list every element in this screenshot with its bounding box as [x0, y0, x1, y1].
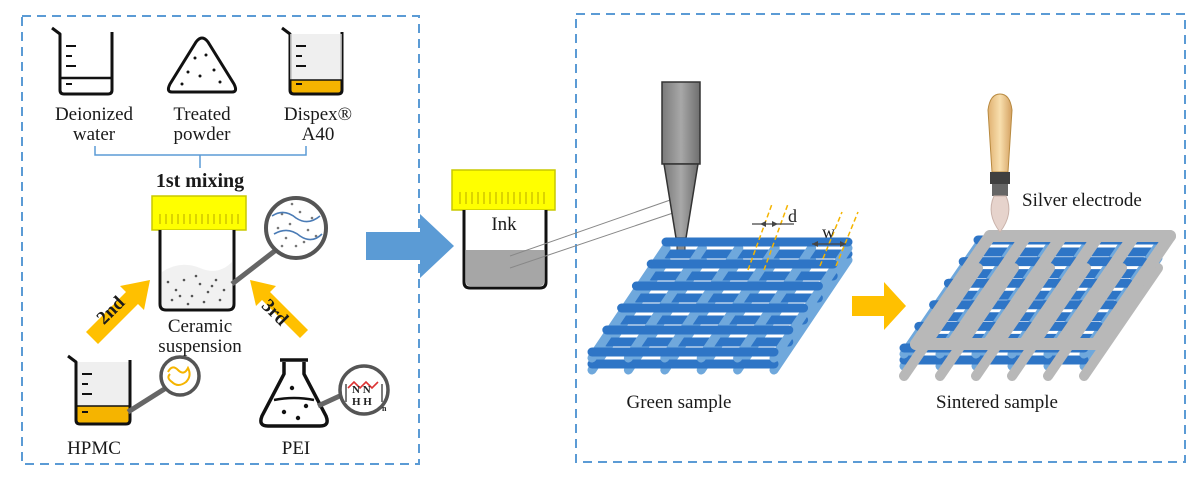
electrode-rod [899, 263, 983, 381]
third-step-arrow [250, 280, 308, 338]
green-sample-label: Green sample [626, 392, 732, 413]
electrode-rod [1054, 230, 1140, 350]
silver-electrode-label: Silver electrode [1022, 190, 1142, 211]
pei-magnifier-icon [316, 364, 390, 416]
print-nozzle-icon [661, 81, 701, 253]
dispex-label-line2: A40 [301, 124, 335, 145]
hpmc-label: HPMC [67, 438, 121, 459]
water-label-line2: water [72, 124, 116, 145]
second-step-arrow [86, 280, 150, 344]
process-arrow-icon [366, 214, 454, 278]
sintered-sample-lattice [899, 230, 1176, 381]
pei-formula-n: n [382, 404, 387, 413]
suspension-label-line1: Ceramic [167, 316, 233, 337]
pei-label: PEI [281, 438, 311, 459]
first-mixing-label: 1st mixing [155, 170, 245, 192]
dimension-w-marker [812, 211, 859, 267]
suspension-magnifier-icon [230, 196, 328, 286]
electrode-rod [946, 230, 1032, 350]
electrode-rod [982, 230, 1068, 350]
water-label-line1: Deionized [54, 104, 134, 125]
water-beaker-icon [51, 26, 114, 96]
ink-container-icon [451, 169, 556, 290]
dimension-d-label: d [788, 206, 797, 226]
electrode-rod [910, 230, 996, 350]
electrode-rod [1018, 230, 1104, 350]
mixing-container-icon [151, 195, 247, 312]
pei-formula-bottom: H H [352, 396, 372, 408]
ink-label: Ink [491, 214, 517, 235]
sintered-sample-label: Sintered sample [936, 392, 1058, 413]
green-sample-lattice [587, 237, 853, 375]
sintering-arrow-icon [852, 282, 906, 330]
electrode-rod [1079, 263, 1163, 381]
electrode-rod [1090, 230, 1176, 350]
hpmc-beaker-icon [67, 354, 132, 426]
dimension-w-label: w [822, 222, 835, 242]
silver-brush-icon [987, 93, 1013, 233]
dimension-d-marker [747, 203, 794, 271]
pei-flask-icon [259, 358, 329, 428]
hpmc-magnifier-icon [126, 355, 201, 415]
right-panel-frame [575, 13, 1186, 463]
electrode-rod [971, 263, 1055, 381]
dispex-label-line1: Dispex® [283, 104, 353, 125]
pei-formula-top: N N [352, 384, 371, 396]
powder-label-line1: Treated [173, 104, 231, 125]
powder-pile-icon [166, 36, 238, 94]
suspension-label-line2: suspension [158, 336, 242, 357]
mixing-bracket [94, 146, 307, 168]
electrode-rod [1043, 263, 1127, 381]
electrode-rod [935, 263, 1019, 381]
dispex-beaker-icon [281, 26, 344, 96]
guide-line [509, 197, 677, 257]
electrode-rod [1007, 263, 1091, 381]
guide-line [509, 211, 677, 269]
powder-label-line2: powder [173, 124, 231, 145]
